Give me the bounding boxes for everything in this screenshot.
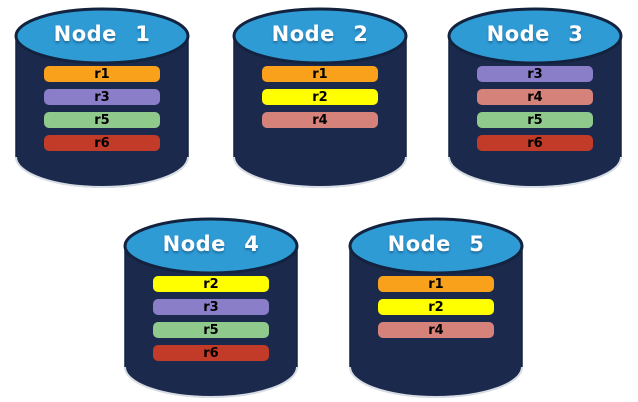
replica-bar: r5 [477,112,593,128]
node-title: Node 1 [53,22,151,46]
replica-label: r6 [94,135,110,151]
replica-bar: r2 [378,299,494,315]
cylinder-top-shape [348,217,524,275]
replica-label: r4 [312,112,328,128]
replica-list: r1 r3 r5 r6 [44,66,160,158]
replica-bar: r6 [477,135,593,151]
replica-list: r2 r3 r5 r6 [153,276,269,368]
replica-list: r1 r2 r4 [378,276,494,345]
cylinder-top-shape [123,217,299,275]
cylinder-bottom-rim [448,156,622,188]
replica-bar: r3 [153,299,269,315]
replica-list: r1 r2 r4 [262,66,378,135]
replica-bar: r5 [44,112,160,128]
replica-bar: r4 [477,89,593,105]
replica-bar: r1 [44,66,160,82]
replica-bar: r5 [153,322,269,338]
replica-bar: r4 [262,112,378,128]
replica-label: r5 [527,112,543,128]
replica-bar: r3 [44,89,160,105]
node-cylinder-3: Node 3 r3 r4 r5 r6 [446,6,624,190]
replica-label: r5 [203,322,219,338]
node-title: Node 4 [162,232,260,256]
cylinder-top-shape [232,7,408,65]
node-title: Node 2 [271,22,369,46]
node-cylinder-4: Node 4 r2 r3 r5 r6 [122,216,300,400]
node-cylinder-1: Node 1 r1 r3 r5 r6 [13,6,191,190]
replica-label: r6 [203,345,219,361]
cylinder-top-shape [14,7,190,65]
cylinder-bottom-rim [124,366,298,398]
replica-label: r2 [203,276,219,292]
replica-list: r3 r4 r5 r6 [477,66,593,158]
replica-bar: r6 [153,345,269,361]
replica-label: r5 [94,112,110,128]
replica-label: r3 [94,89,110,105]
replica-bar: r3 [477,66,593,82]
replica-label: r4 [428,322,444,338]
replica-label: r4 [527,89,543,105]
replica-bar: r4 [378,322,494,338]
replica-bar: r2 [153,276,269,292]
node-title: Node 5 [387,232,485,256]
replica-label: r3 [527,66,543,82]
node-cylinder-5: Node 5 r1 r2 r4 [347,216,525,400]
replica-label: r6 [527,135,543,151]
cylinder-bottom-rim [15,156,189,188]
node-cylinder-2: Node 2 r1 r2 r4 [231,6,409,190]
replica-label: r1 [312,66,328,82]
replica-label: r1 [428,276,444,292]
node-title: Node 3 [486,22,584,46]
replica-label: r3 [203,299,219,315]
replica-bar: r2 [262,89,378,105]
replica-label: r2 [312,89,328,105]
cylinder-top-shape [447,7,623,65]
replica-label: r1 [94,66,110,82]
replica-bar: r1 [378,276,494,292]
replica-bar: r6 [44,135,160,151]
replica-label: r2 [428,299,444,315]
cylinder-bottom-rim [233,156,407,188]
cylinder-bottom-rim [349,366,523,398]
replica-bar: r1 [262,66,378,82]
